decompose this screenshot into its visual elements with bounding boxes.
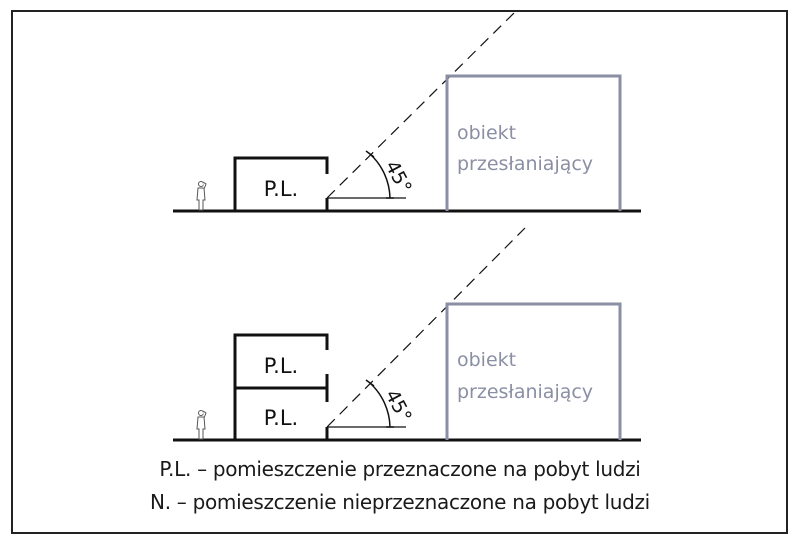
obstacle-label-2: przesłaniający bbox=[457, 153, 593, 175]
building-outline bbox=[233, 156, 329, 211]
obstacle-building bbox=[445, 74, 622, 211]
frame-border bbox=[11, 10, 788, 534]
person-icon bbox=[196, 181, 207, 211]
legend-line-1: P.L. – pomieszczenie przeznaczone na pob… bbox=[159, 457, 641, 481]
bottom-panel: P.L. P.L. 45° obiekt przesłaniający bbox=[173, 227, 641, 442]
obstacle-label-1: obiekt bbox=[457, 349, 516, 371]
top-panel: P.L. 45° obiekt przesłaniający bbox=[173, 10, 641, 213]
obstacle-label-1: obiekt bbox=[457, 122, 516, 144]
person-icon bbox=[196, 410, 207, 440]
sightline-45 bbox=[326, 10, 517, 199]
obstacle-building bbox=[445, 302, 622, 440]
obstacle-label-2: przesłaniający bbox=[457, 381, 593, 403]
room-label-lower: P.L. bbox=[264, 406, 298, 430]
angle-label: 45° bbox=[381, 157, 416, 197]
angle-label: 45° bbox=[381, 386, 416, 426]
room-label: P.L. bbox=[264, 177, 298, 201]
legend-line-2: N. – pomieszczenie nieprzeznaczone na po… bbox=[150, 490, 650, 514]
room-label-upper: P.L. bbox=[264, 354, 298, 378]
sightline-45 bbox=[326, 227, 526, 428]
